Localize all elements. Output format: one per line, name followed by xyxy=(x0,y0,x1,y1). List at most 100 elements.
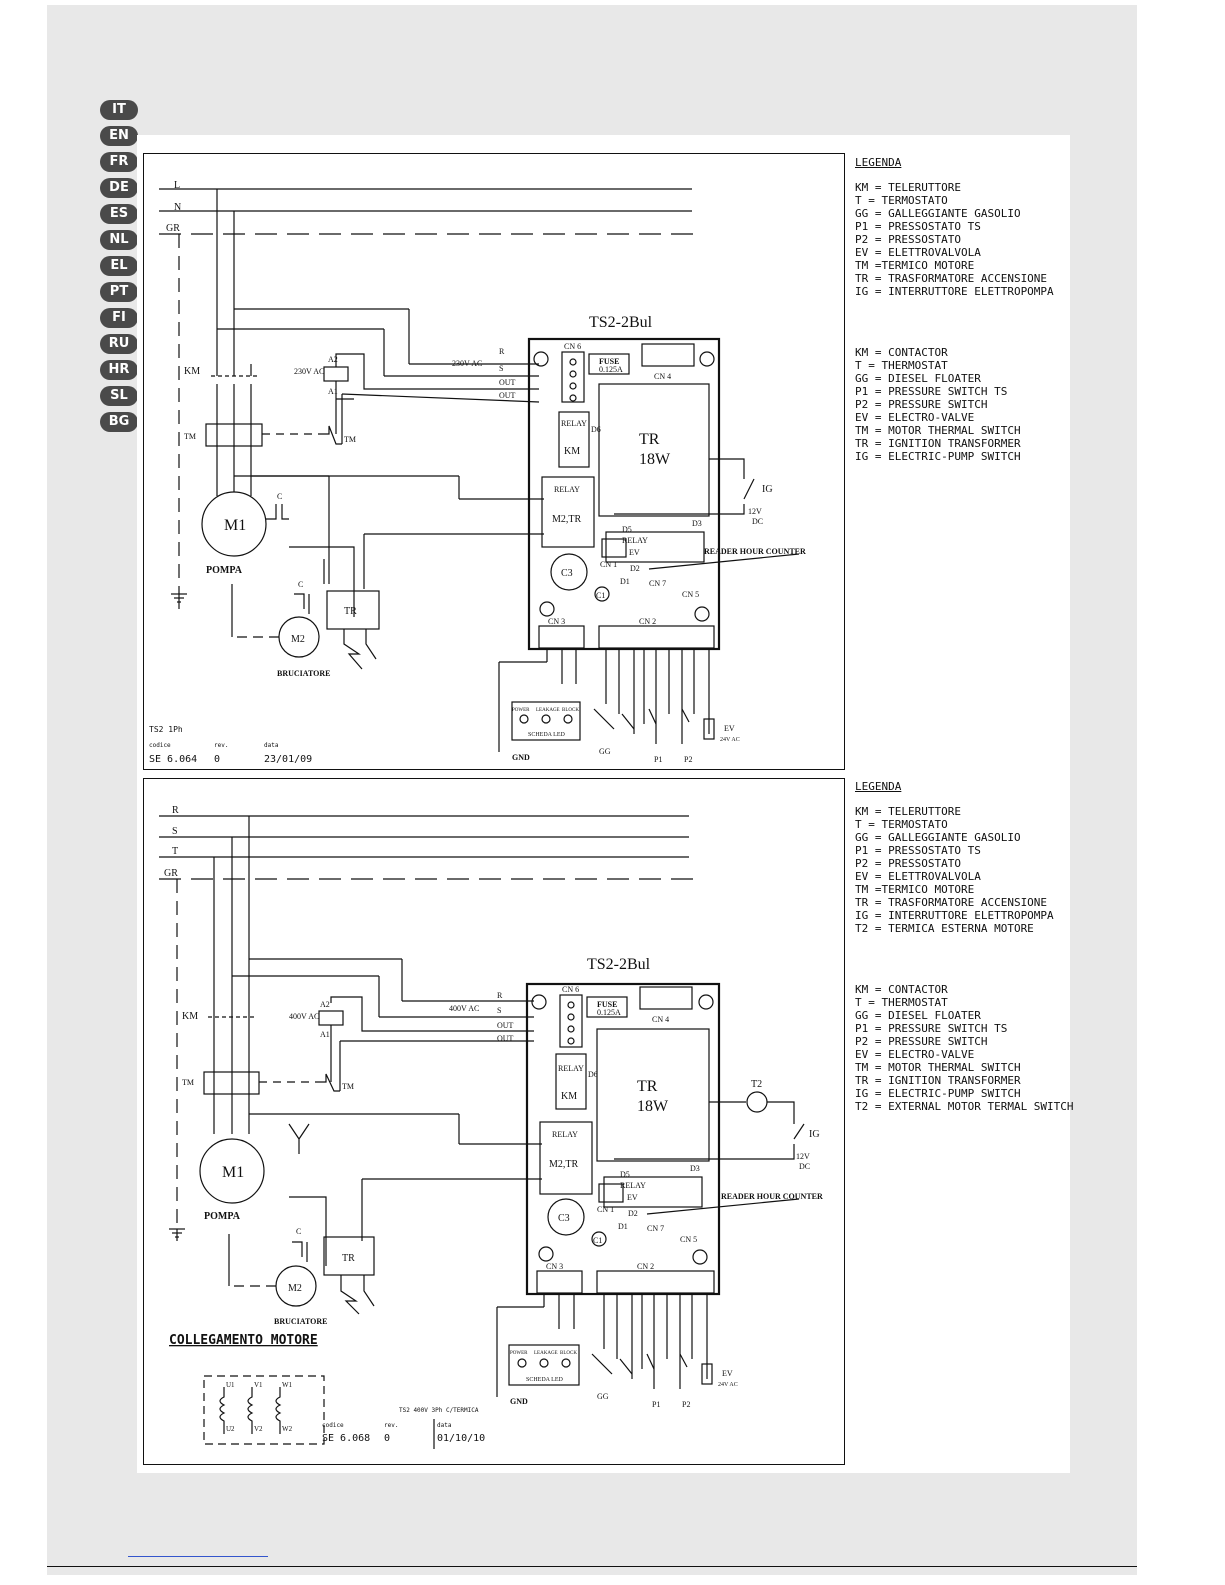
supply-voltage-label-2: 400V AC xyxy=(449,1004,479,1013)
c1-label: C1 xyxy=(596,591,605,600)
gnd-label-2: GND xyxy=(510,1397,528,1406)
p1-label-2: P1 xyxy=(652,1400,660,1409)
supply-voltage-label: 230V AC xyxy=(452,359,482,368)
bruciatore-label-2: BRUCIATORE xyxy=(274,1317,328,1326)
km-label: KM xyxy=(184,366,200,377)
language-tab-sl[interactable]: SL xyxy=(100,386,138,406)
language-tab-es[interactable]: ES xyxy=(100,204,138,224)
cn5-label-2: CN 5 xyxy=(680,1235,697,1244)
legend-entry: GG = DIESEL FLOATER xyxy=(855,372,981,385)
out2-label: OUT xyxy=(499,391,516,400)
capacitor-c2-label: C xyxy=(298,580,303,589)
legend-entry: TR = IGNITION TRANSFORMER xyxy=(855,1074,1021,1087)
r-label-2: R xyxy=(497,991,503,1000)
dc-voltage-label-2: 12V xyxy=(796,1152,810,1161)
km-label-2: KM xyxy=(182,1011,198,1022)
legend-entry: P1 = PRESSURE SWITCH TS xyxy=(855,1022,1008,1035)
language-tab-pt[interactable]: PT xyxy=(100,282,138,302)
language-tab-bg[interactable]: BG xyxy=(100,412,138,432)
language-tab-fr[interactable]: FR xyxy=(100,152,138,172)
language-tab-de[interactable]: DE xyxy=(100,178,138,198)
legend-entry: P1 = PRESSURE SWITCH TS xyxy=(855,385,1008,398)
scheda-led-label: SCHEDA LED xyxy=(528,732,566,738)
gg-label-2: GG xyxy=(597,1392,609,1401)
language-tab-it[interactable]: IT xyxy=(100,100,138,120)
d2-label: D2 xyxy=(630,564,640,573)
legend-entry: EV = ELECTRO-VALVE xyxy=(855,411,975,424)
tr18-watt: 18W xyxy=(639,451,671,468)
leakage-label-2: LEAKAGE xyxy=(534,1351,558,1356)
tm-contact-label: TM xyxy=(344,435,356,444)
language-tab-en[interactable]: EN xyxy=(100,126,138,146)
footer-link[interactable] xyxy=(128,1556,268,1557)
winding-v1: V1 xyxy=(254,1381,263,1389)
m2-label: M2 xyxy=(291,634,305,645)
line-N-label: N xyxy=(174,202,181,213)
d2-label-2: D2 xyxy=(628,1209,638,1218)
cn2-label: CN 2 xyxy=(639,617,656,626)
power-label: POWER xyxy=(512,708,530,713)
codice-header-2: codice xyxy=(322,1422,344,1429)
tr18-label: TR xyxy=(639,431,660,448)
language-tab-el[interactable]: EL xyxy=(100,256,138,276)
cn7-label-2: CN 7 xyxy=(647,1224,664,1233)
km-relay-label-2: KM xyxy=(561,1091,577,1102)
line-GR-label: GR xyxy=(166,223,180,234)
r-label: R xyxy=(499,347,505,356)
winding-u2: U2 xyxy=(226,1425,235,1433)
legend-entry: KM = TELERUTTORE xyxy=(855,805,961,818)
line-S-label: S xyxy=(172,826,178,837)
p2-label-2: P2 xyxy=(682,1400,690,1409)
codice-header: codice xyxy=(149,742,171,749)
footer-rule xyxy=(47,1566,1137,1567)
legend-1-title: LEGENDA xyxy=(855,156,902,169)
language-tab-ru[interactable]: RU xyxy=(100,334,138,354)
s-label: S xyxy=(499,364,503,373)
c1-label-2: C1 xyxy=(593,1236,602,1245)
relay-km-label-2: RELAY xyxy=(558,1064,584,1073)
fuse-value: 0.125A xyxy=(599,365,623,374)
legend-entry: IG = ELECTRIC-PUMP SWITCH xyxy=(855,450,1021,463)
winding-v2: V2 xyxy=(254,1425,263,1433)
a2-label-2: A2 xyxy=(320,1000,330,1009)
capacitor-c-label: C xyxy=(277,492,282,501)
d6-label-2: D6 xyxy=(588,1070,598,1079)
ev-label-2: EV xyxy=(722,1369,733,1378)
d6-label: D6 xyxy=(591,425,601,434)
relay-ev-label: RELAY xyxy=(622,536,648,545)
data-header-2: data xyxy=(437,1422,452,1429)
legend-entry: IG = INTERRUTTORE ELETTROPOMPA xyxy=(855,285,1054,298)
winding-w2: W2 xyxy=(282,1425,293,1433)
line-L-label: L xyxy=(174,180,180,191)
legend-2-title: LEGENDA xyxy=(855,780,902,793)
codice-value: SE 6.064 xyxy=(149,754,197,765)
language-tab-fi[interactable]: FI xyxy=(100,308,138,328)
language-tab-nl[interactable]: NL xyxy=(100,230,138,250)
language-tab-hr[interactable]: HR xyxy=(100,360,138,380)
line-T-label: T xyxy=(172,846,178,857)
legend-entry: T = TERMOSTATO xyxy=(855,818,948,831)
out1-label-2: OUT xyxy=(497,1021,514,1030)
rev-value: 0 xyxy=(214,754,220,765)
gg-label: GG xyxy=(599,747,611,756)
legend-entry: TM = MOTOR THERMAL SWITCH xyxy=(855,1061,1021,1074)
m2tr-label: M2,TR xyxy=(552,514,582,525)
data-value-2: 01/10/10 xyxy=(437,1433,485,1444)
out1-label: OUT xyxy=(499,378,516,387)
dc-voltage-label: 12V xyxy=(748,507,762,516)
cn4-label: CN 4 xyxy=(654,372,671,381)
title-block-name-2: TS2 400V 3Ph C/TERMICA xyxy=(399,1407,479,1414)
schematic-1ph: L N GR KM TM TM M1 POMPA C C M2 BRUCIATO… xyxy=(149,180,806,765)
line-GR-label-2: GR xyxy=(164,868,178,879)
t2-label: T2 xyxy=(751,1079,762,1090)
d1-label-2: D1 xyxy=(618,1222,628,1231)
c3-label: C3 xyxy=(561,568,573,579)
cn3-label-2: CN 3 xyxy=(546,1262,563,1271)
s-label-2: S xyxy=(497,1006,501,1015)
block-label-2: BLOCK xyxy=(560,1351,577,1356)
legend-entry: EV = ELETTROVALVOLA xyxy=(855,246,981,259)
